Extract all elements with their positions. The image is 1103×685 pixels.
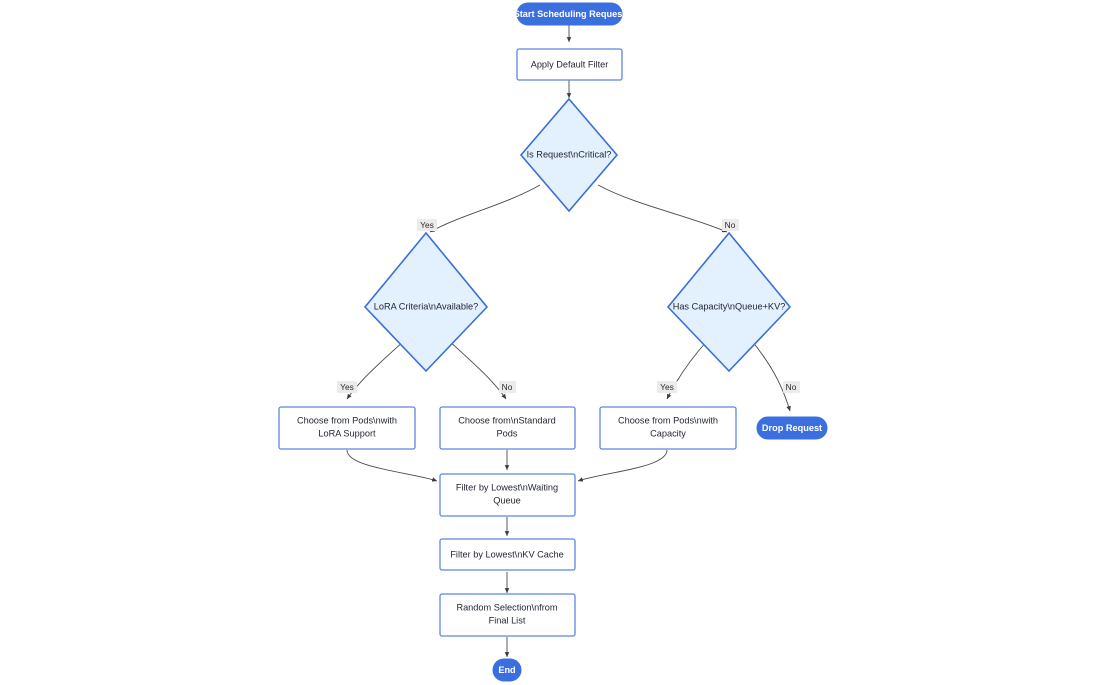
choose-pods-lora-label-line2: LoRA Support (318, 428, 376, 438)
apply-default-filter-shape[interactable] (516, 48, 623, 81)
edge-label-capacity-no: No (783, 381, 800, 393)
is-request-critical-label: Is Request\nCritical? (527, 149, 612, 159)
has-capacity-label: Has Capacity\nQueue+KV? (673, 301, 786, 311)
filter-kv-cache-label: Filter by Lowest\nKV Cache (450, 549, 563, 559)
choose-pods-lora-shape[interactable] (278, 406, 416, 450)
choose-pods-standard-label-line2: Pods (497, 428, 518, 438)
node-start[interactable]: Start Scheduling Request (514, 2, 626, 26)
end-node-shape[interactable] (492, 658, 522, 682)
edge-label-text: Yes (420, 220, 434, 230)
apply-default-filter-label: Apply Default Filter (531, 59, 609, 69)
node-random-selection[interactable]: Random Selection\nfrom Final List (439, 593, 576, 637)
edge-lora-criteria-to-pods-standard (447, 339, 507, 400)
choose-pods-lora-label-line1: Choose from Pods\nwith (297, 415, 397, 425)
edge-pods-lora-to-filter-queue (346, 449, 438, 482)
node-is-request-critical[interactable]: Is Request\nCritical? (519, 97, 619, 213)
random-selection-shape[interactable] (439, 593, 576, 637)
edge-is-critical-to-lora-criteria (429, 184, 541, 233)
edge-label-layer: Yes No Yes No Yes No (337, 219, 800, 393)
filter-waiting-queue-label-line1: Filter by Lowest\nWaiting (456, 482, 558, 492)
random-selection-label-line2: Final List (489, 615, 526, 625)
edge-has-capacity-to-pods-capacity (666, 340, 708, 400)
lora-criteria-available-shape[interactable] (363, 231, 489, 373)
edge-label-text: No (725, 220, 736, 230)
start-node-label: Start Scheduling Request (514, 9, 626, 19)
edge-is-critical-to-has-capacity (597, 184, 728, 233)
filter-waiting-queue-shape[interactable] (439, 473, 576, 517)
drop-request-shape[interactable] (756, 416, 828, 440)
edge-has-capacity-to-drop-request (751, 340, 791, 412)
edge-lora-criteria-to-pods-lora (346, 339, 406, 400)
is-request-critical-shape[interactable] (519, 97, 619, 213)
node-filter-kv-cache[interactable]: Filter by Lowest\nKV Cache (439, 538, 576, 571)
edge-label-is-critical-no: No (722, 219, 739, 231)
node-has-capacity[interactable]: Has Capacity\nQueue+KV? (666, 231, 792, 373)
edge-label-is-critical-yes: Yes (417, 219, 437, 231)
edge-label-capacity-yes: Yes (657, 381, 677, 393)
edge-label-lora-no: No (499, 381, 516, 393)
edge-layer (346, 25, 791, 658)
node-choose-pods-capacity[interactable]: Choose from Pods\nwith Capacity (599, 406, 737, 450)
drop-request-label: Drop Request (762, 423, 822, 433)
edge-label-text: Yes (340, 382, 354, 392)
node-choose-pods-standard[interactable]: Choose from\nStandard Pods (439, 406, 576, 450)
node-choose-pods-lora[interactable]: Choose from Pods\nwith LoRA Support (278, 406, 416, 450)
node-end[interactable]: End (492, 658, 522, 682)
edge-pods-capacity-to-filter-queue (577, 449, 668, 482)
choose-pods-capacity-label-line1: Choose from Pods\nwith (618, 415, 718, 425)
end-node-label: End (498, 665, 515, 675)
start-node-shape[interactable] (516, 2, 623, 26)
edge-label-lora-yes: Yes (337, 381, 357, 393)
random-selection-label-line1: Random Selection\nfrom (456, 602, 557, 612)
filter-waiting-queue-label-line2: Queue (493, 495, 521, 505)
node-apply-default-filter[interactable]: Apply Default Filter (516, 48, 623, 81)
choose-pods-capacity-shape[interactable] (599, 406, 737, 450)
edge-label-text: Yes (660, 382, 674, 392)
node-filter-waiting-queue[interactable]: Filter by Lowest\nWaiting Queue (439, 473, 576, 517)
edge-label-text: No (786, 382, 797, 392)
choose-pods-standard-label-line1: Choose from\nStandard (458, 415, 556, 425)
node-drop-request[interactable]: Drop Request (756, 416, 828, 440)
node-lora-criteria-available[interactable]: LoRA Criteria\nAvailable? (363, 231, 489, 373)
has-capacity-shape[interactable] (666, 231, 792, 373)
filter-kv-cache-shape[interactable] (439, 538, 576, 571)
choose-pods-standard-shape[interactable] (439, 406, 576, 450)
choose-pods-capacity-label-line2: Capacity (650, 428, 686, 438)
edge-label-text: No (502, 382, 513, 392)
lora-criteria-available-label: LoRA Criteria\nAvailable? (374, 301, 479, 311)
